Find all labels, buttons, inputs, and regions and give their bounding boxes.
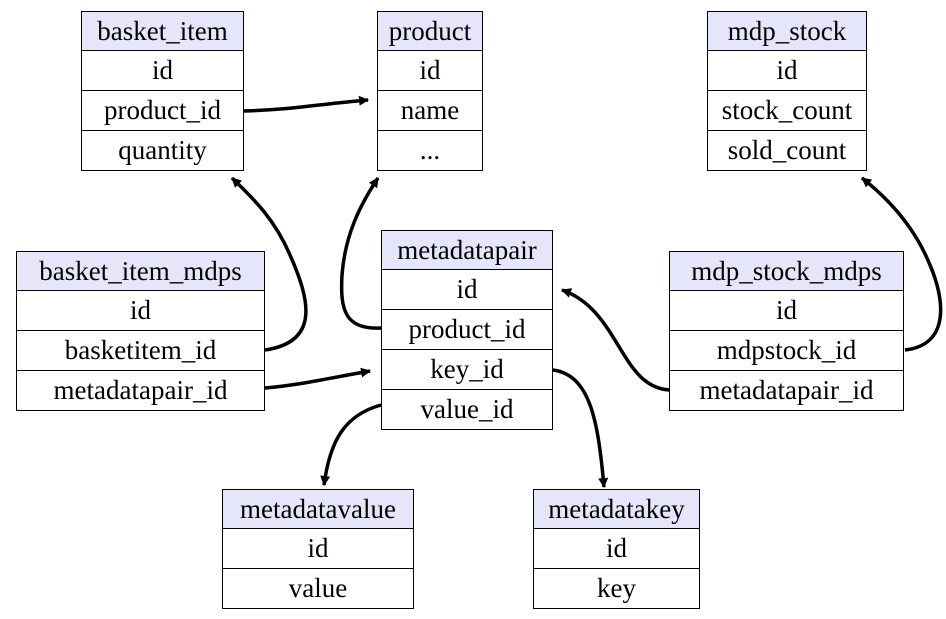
field-row: stock_count	[708, 91, 866, 131]
table-title: metadatavalue	[223, 490, 413, 529]
table-basket-item-mdps: basket_item_mdps id basketitem_id metada…	[16, 251, 265, 411]
arrow-basketitem-mdps-basket-item	[230, 176, 308, 352]
field-row: metadatapair_id	[53, 375, 228, 405]
arrow-basket-item-product	[242, 95, 369, 113]
table-title: mdp_stock	[708, 12, 866, 51]
arrow-metadatapair-product	[339, 177, 382, 330]
field-row: ...	[419, 135, 441, 165]
field-row: key_id	[382, 350, 552, 390]
table-title: metadatakey	[534, 490, 699, 529]
field-row: product_id	[82, 91, 243, 131]
arrow-metadatapair-key	[552, 368, 609, 488]
field-row: value	[288, 573, 348, 603]
field-row: id	[378, 51, 482, 91]
field-row: key	[597, 573, 636, 603]
field-row: id	[17, 291, 264, 331]
arrow-mdpstock-mdps-metadatapair	[561, 288, 671, 392]
table-mdp-stock: mdp_stock id stock_count sold_count	[707, 11, 867, 171]
arrow-metadatapair-value	[320, 403, 382, 486]
field-row: id	[223, 529, 413, 569]
field-row: name	[378, 91, 482, 131]
field-row: id	[708, 51, 866, 91]
table-title: basket_item_mdps	[17, 252, 264, 291]
arrow-mdpstock-mdps-mdp-stock	[860, 176, 943, 352]
table-title: product	[378, 12, 482, 51]
field-row: id	[534, 529, 699, 569]
table-metadatakey: metadatakey id key	[533, 489, 700, 609]
arrow-basketitem-mdps-metadatapair	[264, 367, 371, 390]
field-row: id	[382, 270, 552, 310]
table-metadatapair: metadatapair id product_id key_id value_…	[381, 230, 553, 430]
table-basket-item: basket_item id product_id quantity	[81, 11, 244, 171]
table-product: product id name ...	[377, 11, 483, 171]
field-row: product_id	[382, 310, 552, 350]
field-row: id	[670, 291, 903, 331]
table-title: mdp_stock_mdps	[670, 252, 903, 291]
field-row: quantity	[118, 135, 207, 165]
table-title: metadatapair	[382, 231, 552, 270]
field-row: sold_count	[727, 135, 847, 165]
field-row: id	[82, 51, 243, 91]
table-title: basket_item	[82, 12, 243, 51]
table-metadatavalue: metadatavalue id value	[222, 489, 414, 609]
field-row: mdpstock_id	[670, 331, 903, 371]
table-mdp-stock-mdps: mdp_stock_mdps id mdpstock_id metadatapa…	[669, 251, 904, 411]
field-row: value_id	[420, 394, 514, 424]
field-row: basketitem_id	[17, 331, 264, 371]
field-row: metadatapair_id	[699, 375, 874, 405]
